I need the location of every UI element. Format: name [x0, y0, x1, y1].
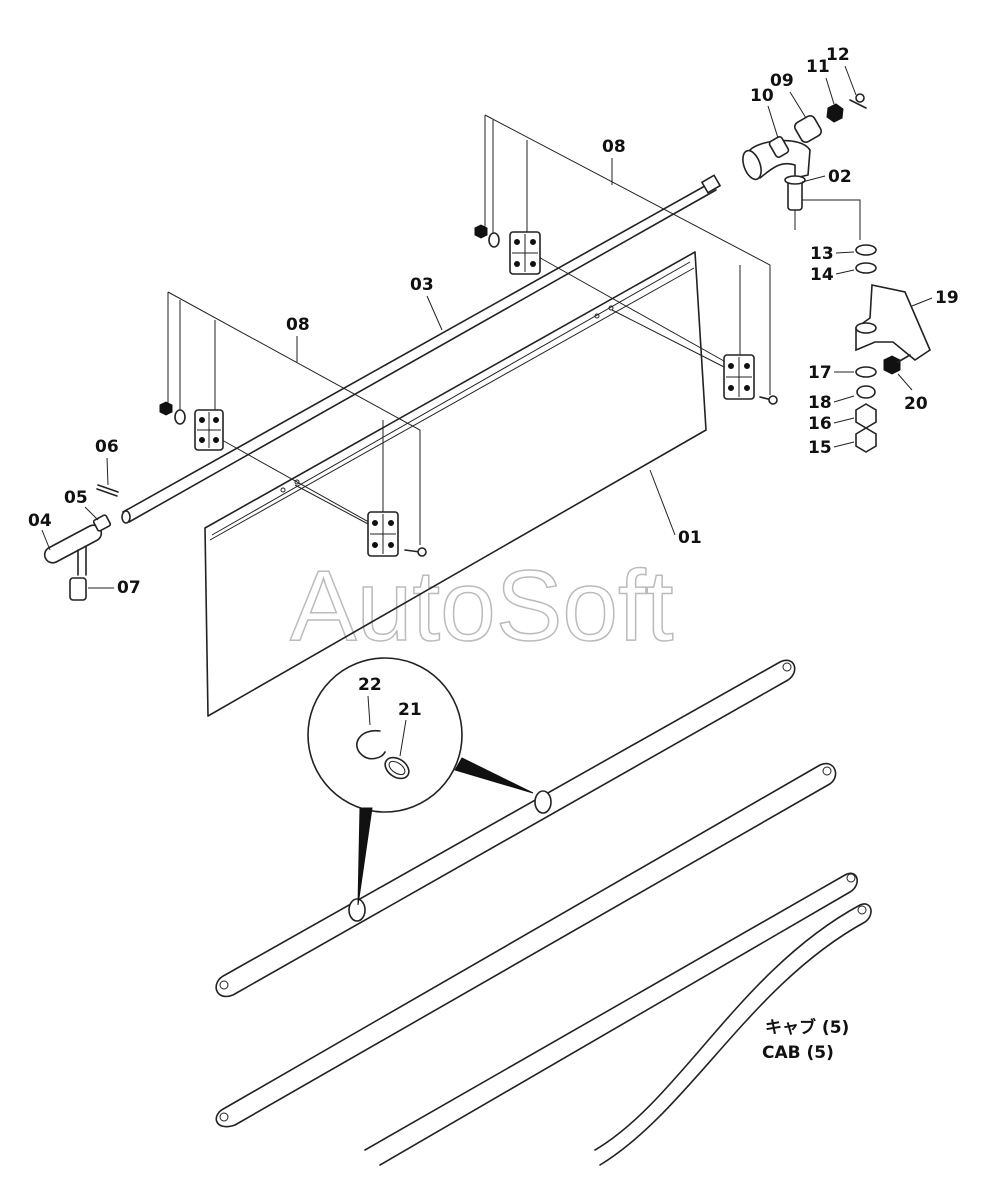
callout-05: 05: [64, 488, 88, 508]
callout-08-left: 08: [286, 315, 310, 335]
callout-02: 02: [828, 167, 852, 187]
caption: キャブ (5) CAB (5): [762, 1017, 849, 1063]
callout-03: 03: [410, 275, 434, 295]
hinge-fasteners: [159, 224, 778, 557]
detail-bubble: [307, 657, 534, 906]
hinge-right-bottom: [723, 354, 755, 400]
leader-lines: [167, 114, 861, 545]
hinge-left-bottom: [367, 511, 399, 557]
callout-11: 11: [806, 57, 830, 77]
callout-09: 09: [770, 71, 794, 91]
callout-13: 13: [810, 244, 834, 264]
callout-19: 19: [935, 288, 959, 308]
callout-20: 20: [904, 394, 928, 414]
callout-14: 14: [810, 265, 834, 285]
panel-part-01: [204, 251, 707, 717]
callout-18: 18: [808, 393, 832, 413]
latch-assembly: [742, 93, 867, 211]
hinge-left-top: [194, 409, 224, 451]
callout-labels: 01 02 03 04 05 06 07 08 08 09 10 11 12 1…: [28, 45, 959, 757]
callout-15: 15: [808, 438, 832, 458]
callout-21: 21: [398, 700, 422, 720]
callout-06: 06: [95, 437, 119, 457]
callout-07: 07: [117, 578, 141, 598]
support-bars: [215, 659, 872, 1166]
callout-17: 17: [808, 363, 832, 383]
hinge-right-top: [509, 231, 541, 275]
caption-jp: キャブ (5): [765, 1017, 849, 1038]
bracket-assembly: [855, 244, 931, 453]
handle-assembly: [43, 484, 119, 601]
rod-part-03: [121, 174, 722, 524]
callout-22: 22: [358, 675, 382, 695]
callout-16: 16: [808, 414, 832, 434]
callout-12: 12: [826, 45, 850, 65]
bar-clips: [348, 790, 552, 922]
callout-08-right: 08: [602, 137, 626, 157]
caption-en: CAB (5): [762, 1043, 834, 1063]
callout-10: 10: [750, 86, 774, 106]
watermark: AutoSoft: [290, 550, 674, 662]
callout-04: 04: [28, 511, 52, 531]
callout-01: 01: [678, 528, 702, 548]
